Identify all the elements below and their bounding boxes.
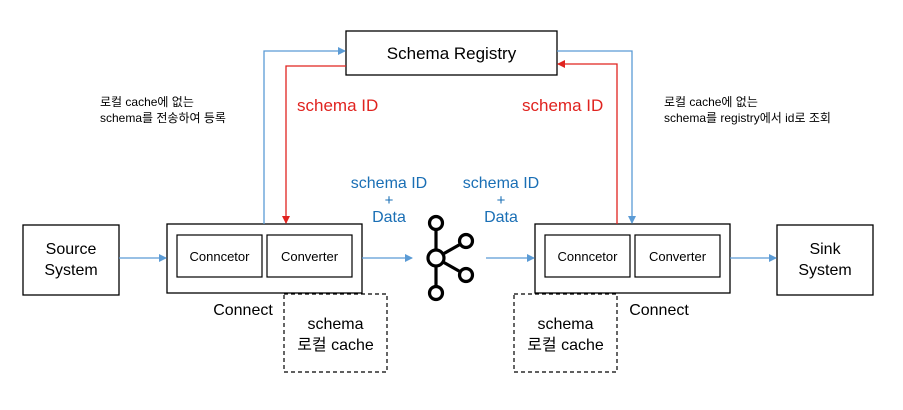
left-payload-line3: Data <box>372 209 406 226</box>
connect-left-node: Conncetor Converter Connect <box>166 223 363 319</box>
connect-left-label: Connect <box>213 302 273 319</box>
connect-left-cache-line2: 로컬 cache <box>297 336 374 354</box>
right-schema-id-label: schema ID <box>522 96 603 115</box>
connect-right-cache-line1: schema <box>537 316 593 333</box>
source-system-node: Source System <box>22 224 120 296</box>
schema-registry-label: Schema Registry <box>387 44 517 63</box>
left-payload-line1: schema ID <box>351 175 427 192</box>
connect-left-converter-box <box>266 234 353 278</box>
right-payload-line3: Data <box>484 209 518 226</box>
connect-left-cache: schema 로컬 cache <box>283 293 388 373</box>
connect-left-connector-label: Conncetor <box>190 249 251 264</box>
arrow-left-schema-id <box>282 65 346 224</box>
left-note: 로컬 cache에 없는 schema를 전송하여 등록 <box>100 95 226 125</box>
right-note-line2: schema를 registry에서 id로 조회 <box>664 111 831 125</box>
kafka-icon <box>426 214 475 302</box>
connect-left-converter-label: Converter <box>281 249 339 264</box>
right-payload-label: schema ID + Data <box>463 175 539 226</box>
connect-right-cache-line2: 로컬 cache <box>527 336 604 354</box>
connect-right-cache: schema 로컬 cache <box>513 293 618 373</box>
connect-right-connector-box <box>544 234 631 278</box>
sink-system-line2: System <box>798 262 851 279</box>
right-payload-line1: schema ID <box>463 175 539 192</box>
right-note: 로컬 cache에 없는 schema를 registry에서 id로 조회 <box>664 95 831 125</box>
arrow-lookup-schema <box>557 50 636 224</box>
connect-left-cache-line1: schema <box>307 316 363 333</box>
right-payload-line2: + <box>497 192 506 209</box>
left-payload-line2: + <box>385 192 394 209</box>
source-system-line1: Source <box>46 241 97 258</box>
connect-left-connector-box <box>176 234 263 278</box>
connect-right-connector-label: Conncetor <box>558 249 619 264</box>
connect-right-label: Connect <box>629 302 689 319</box>
arrow-register-schema <box>263 47 346 224</box>
connect-right-converter-label: Converter <box>649 249 707 264</box>
arrow-right-schema-id <box>557 60 618 224</box>
connect-right-converter-box <box>634 234 721 278</box>
left-schema-id-label: schema ID <box>297 96 378 115</box>
connect-right-node: Conncetor Converter Connect <box>534 223 731 319</box>
left-note-line2: schema를 전송하여 등록 <box>100 111 226 125</box>
left-note-line1: 로컬 cache에 없는 <box>100 95 194 109</box>
sink-system-line1: Sink <box>809 241 841 258</box>
schema-registry-node: Schema Registry <box>345 30 558 76</box>
sink-system-node: Sink System <box>776 224 874 296</box>
left-payload-label: schema ID + Data <box>351 175 427 226</box>
right-note-line1: 로컬 cache에 없는 <box>664 95 758 109</box>
source-system-line2: System <box>44 262 97 279</box>
